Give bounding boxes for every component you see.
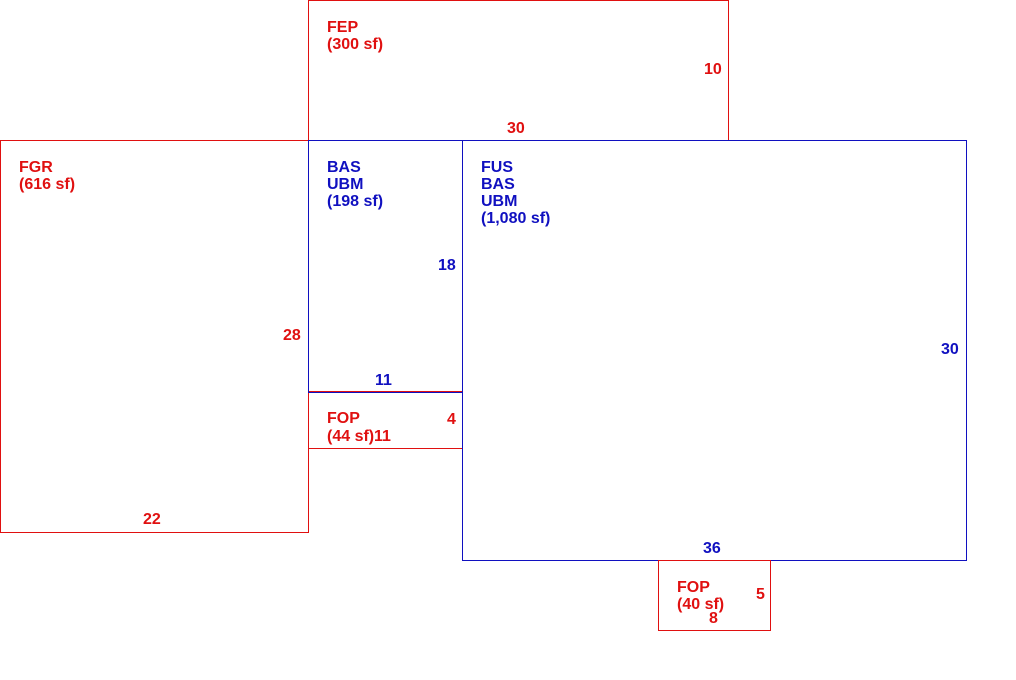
fus-bottom-dimension: 36: [703, 540, 721, 557]
fop-mid-area-label: (44 sf): [327, 428, 375, 445]
fus-line3-label: UBM: [481, 193, 518, 210]
fop-bottom-area-label: (40 sf): [677, 596, 725, 613]
fgr-area-label: (616 sf): [19, 176, 76, 193]
bas-small-line1-label: BAS: [327, 159, 361, 176]
fop-bottom-area: [658, 560, 771, 631]
fep-side-dimension: 10: [704, 61, 722, 78]
fop-mid-bottom-dimension: 11: [374, 428, 391, 445]
bas-small-bottom-dimension: 11: [375, 372, 392, 389]
bas-small-line2-label: UBM: [327, 176, 364, 193]
fgr-area: [0, 140, 309, 533]
fgr-code-label: FGR: [19, 159, 53, 176]
fus-line2-label: BAS: [481, 176, 515, 193]
fep-bottom-dimension: 30: [507, 120, 525, 137]
fus-side-dimension: 30: [941, 341, 959, 358]
fop-bottom-side-dimension: 5: [756, 586, 765, 603]
fep-code-label: FEP: [327, 19, 359, 36]
fop-bottom-bottom-dimension: 8: [709, 610, 718, 627]
fop-mid-side-dimension: 4: [447, 411, 456, 428]
fgr-side-dimension: 28: [283, 327, 301, 344]
bas-small-area-label: (198 sf): [327, 193, 384, 210]
fus-area-label: (1,080 sf): [481, 210, 551, 227]
bas-small-side-dimension: 18: [438, 257, 456, 274]
fus-line1-label: FUS: [481, 159, 513, 176]
fgr-bottom-dimension: 22: [143, 511, 161, 528]
fus-area: [462, 140, 967, 561]
fop-mid-code-label: FOP: [327, 410, 360, 427]
fep-area-label: (300 sf): [327, 36, 384, 53]
fop-bottom-code-label: FOP: [677, 579, 710, 596]
